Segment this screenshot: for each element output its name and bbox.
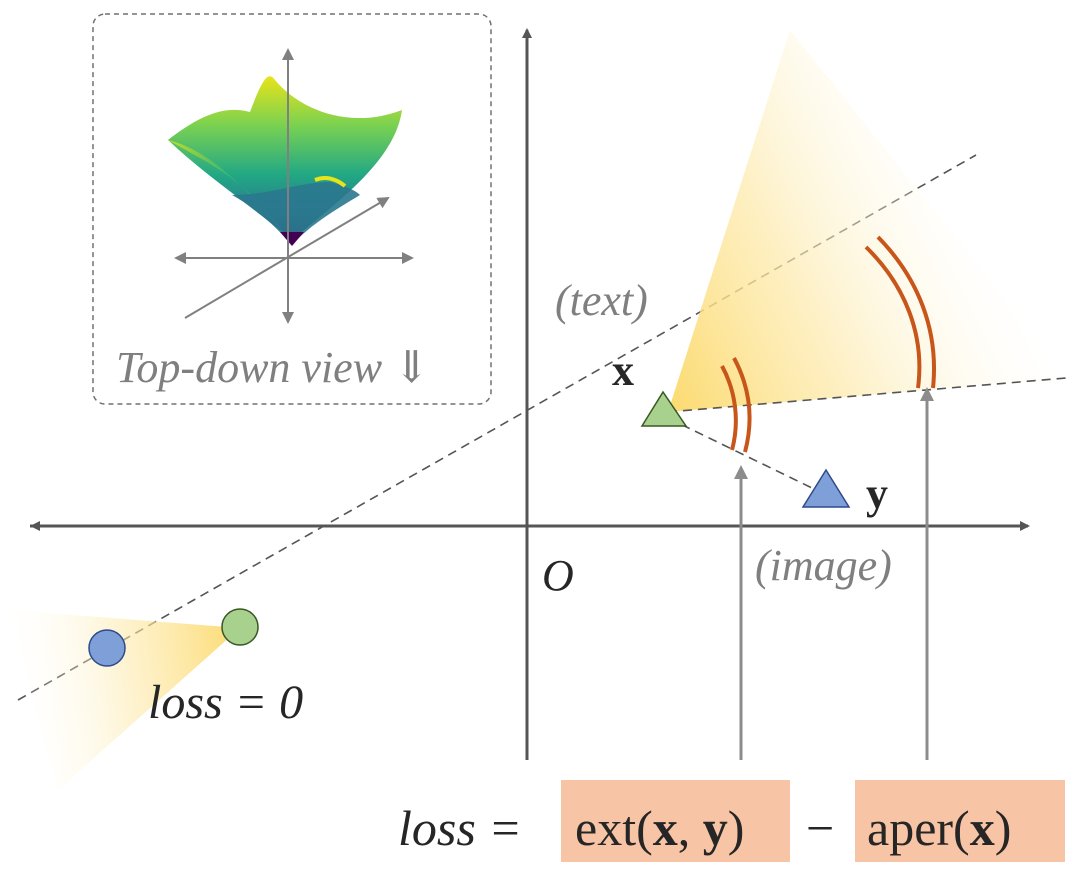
loss-formula: loss = ext(x, y) − aper(x) xyxy=(398,780,1065,862)
entailment-cone xyxy=(668,30,1068,412)
aper-term: aper(x) xyxy=(867,800,1011,856)
ext-term-box xyxy=(561,780,790,862)
text-axis-label: (text) xyxy=(555,276,648,325)
exterior-angle-arc xyxy=(720,357,752,453)
inset-caption: Top-down view ⇓ xyxy=(116,343,430,392)
x-point-label: x xyxy=(612,346,634,395)
y-point-label: y xyxy=(866,469,888,518)
aperture-angle-arc xyxy=(864,235,936,389)
text-point-triangle xyxy=(640,390,688,427)
image-point-circle xyxy=(88,629,126,667)
loss-zero-label: loss = 0 xyxy=(148,676,303,729)
inset-axis-depth xyxy=(184,196,390,319)
small-entailment-cone xyxy=(8,610,240,790)
inset-panel: Top-down view ⇓ xyxy=(92,13,492,405)
surface-highlight xyxy=(314,176,347,188)
surface-back xyxy=(168,76,402,241)
surface-fold xyxy=(232,182,360,245)
text-point-circle xyxy=(221,608,259,646)
aper-term-box xyxy=(855,780,1065,862)
origin-label: O xyxy=(542,551,574,600)
image-axis-label: (image) xyxy=(755,541,892,590)
ext-term: ext(x, y) xyxy=(575,800,744,856)
image-point-triangle xyxy=(801,468,851,508)
loss-surface-icon xyxy=(168,76,402,246)
x-to-y-line xyxy=(667,417,813,489)
formula-minus: − xyxy=(806,800,834,856)
inset-border xyxy=(92,13,492,405)
surface-tip xyxy=(280,232,304,246)
formula-lhs: loss = xyxy=(398,800,522,856)
